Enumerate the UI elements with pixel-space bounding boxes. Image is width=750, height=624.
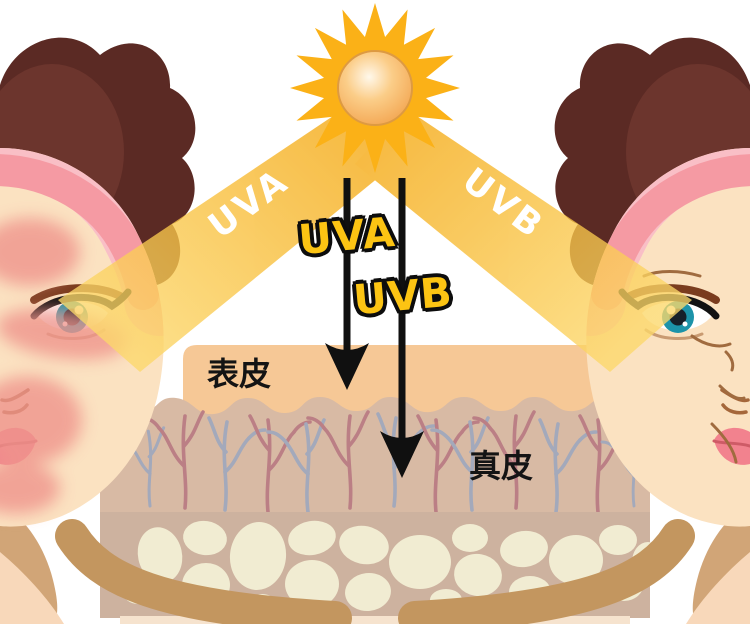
bottom-strip [120, 616, 630, 624]
sunburn-patches [0, 218, 128, 514]
epidermis-label: 表皮 [207, 355, 272, 393]
left-face [0, 38, 335, 624]
uva-penetration-label: UVA [296, 207, 398, 265]
uvb-penetration-label: UVB [351, 267, 455, 325]
sun-icon [290, 3, 460, 173]
dermis-label: 真皮 [469, 447, 534, 485]
dermis-layer [100, 396, 650, 512]
uvb-beam-shape [355, 108, 692, 372]
right-face [415, 38, 750, 624]
uv-beams [58, 108, 692, 372]
uva-arrow-head [325, 343, 369, 390]
uvb-arrow-head [380, 431, 424, 478]
sun-core [337, 50, 413, 126]
uva-beam-shape [58, 108, 395, 372]
wrinkles [642, 270, 746, 464]
penetration-arrows [325, 178, 424, 478]
